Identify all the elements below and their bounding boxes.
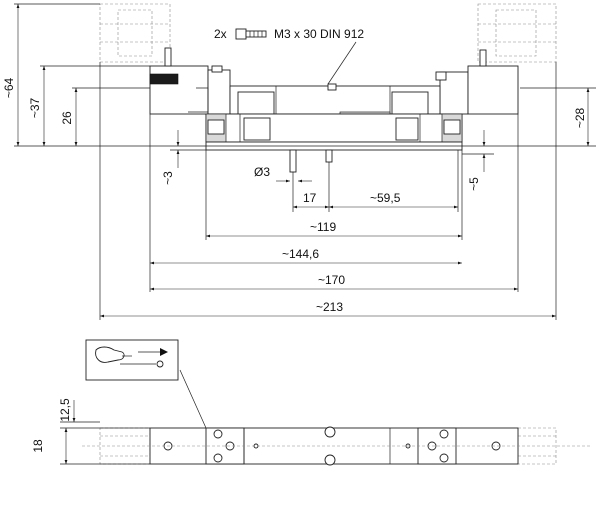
- dim-dia3: Ø3: [254, 165, 270, 179]
- dim-17: 17: [303, 191, 317, 205]
- solenoid-coil-right: [435, 49, 519, 115]
- screw-qty: 2x: [214, 27, 227, 41]
- screw-spec: M3 x 30 DIN 912: [274, 27, 364, 41]
- dim-5: ~5: [467, 177, 481, 191]
- hand-manual-override-icon: [85, 339, 179, 381]
- dashed-connector-right: [477, 3, 557, 63]
- dashed-connector-left: [99, 3, 171, 63]
- dim-12-5: 12,5: [58, 398, 72, 422]
- solenoid-coil-left: [149, 47, 231, 115]
- side-view: ⊞⊟ ⊞⊟ ~64 ~37 2: [2, 3, 596, 320]
- dim-3: ~3: [161, 171, 175, 185]
- base-plate: [205, 141, 463, 173]
- dim-28: ~28: [573, 107, 587, 128]
- plan-view: 18 12,5: [31, 339, 590, 466]
- dim-170: ~170: [318, 273, 345, 287]
- dim-37: ~37: [28, 97, 42, 118]
- screw-icon: [235, 28, 267, 40]
- dim-59-5: ~59,5: [370, 191, 401, 205]
- subbase-plate: [205, 113, 463, 143]
- dim-144-6: ~144,6: [282, 247, 319, 261]
- dim-213: ~213: [316, 300, 343, 314]
- dim-18: 18: [31, 439, 45, 453]
- dim-119: ~119: [310, 220, 336, 234]
- bolt-heads: [163, 426, 501, 466]
- dim-26: 26: [60, 111, 74, 125]
- dim-64: ~64: [2, 77, 16, 98]
